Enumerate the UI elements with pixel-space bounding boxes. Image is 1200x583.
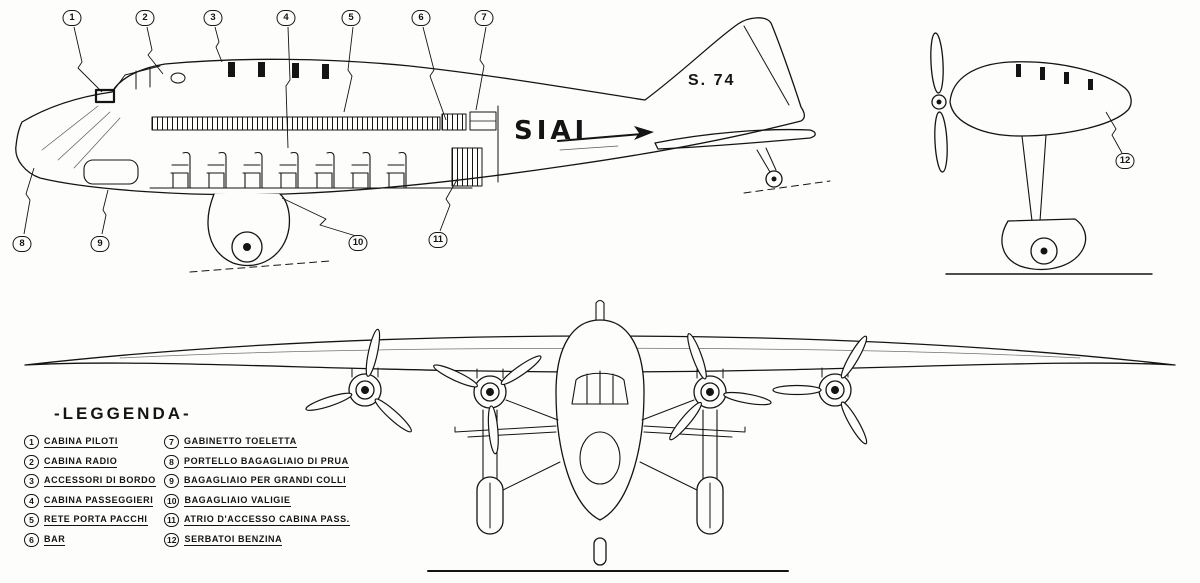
legend-item-5: 5 Rete Porta Pacchi <box>24 513 152 527</box>
gear-braces <box>498 399 702 493</box>
legend-label-11: Atrio d'Accesso Cabina Pass. <box>184 514 350 526</box>
legend-label-5: Rete Porta Pacchi <box>44 514 148 526</box>
legend-num-4: 4 <box>24 493 39 508</box>
callout-marker-7: 7 <box>474 10 494 26</box>
nose-baggage-door <box>83 159 139 185</box>
legend-column-1: 1 Cabina Piloti 2 Cabina Radio 3 Accesso… <box>24 435 156 547</box>
model-designation: S. 74 <box>688 72 736 89</box>
passenger-seats <box>170 151 407 189</box>
callout-marker-9: 9 <box>90 236 110 252</box>
callout-marker-1: 1 <box>62 10 82 26</box>
fin-front <box>595 299 605 331</box>
gear-strut <box>1021 134 1047 222</box>
legend-label-2: Cabina Radio <box>44 455 118 468</box>
nose-frames <box>41 105 121 169</box>
prop-spinner <box>936 99 942 105</box>
legend-label-9: Bagagliaio per Grandi Colli <box>184 475 347 487</box>
legend-num-5: 5 <box>24 513 39 527</box>
nacelle-view <box>930 32 1153 275</box>
fuel-tank-slats <box>1016 64 1093 90</box>
main-wheel-hub <box>243 243 251 251</box>
legend-item-9: 9 Bagagliaio per Grandi Colli <box>164 474 350 488</box>
legend-item-4: 4 Cabina Passeggieri <box>24 493 154 508</box>
legend-label-12: Serbatoi Benzina <box>184 533 283 546</box>
legend-item-11: 11 Atrio d'Accesso Cabina Pass. <box>164 513 350 527</box>
callout-marker-10: 10 <box>348 235 368 251</box>
main-gear-spat <box>207 193 291 267</box>
wing <box>24 335 1176 373</box>
legend-num-3: 3 <box>24 474 39 488</box>
wheel-center-lines <box>489 482 711 529</box>
callout-marker-2: 2 <box>135 10 155 26</box>
tailplane <box>654 128 816 150</box>
side-view <box>15 17 831 273</box>
callout-marker-11: 11 <box>428 232 448 248</box>
front-view <box>24 299 1176 572</box>
legend-label-8: Portello Bagagliaio di Prua <box>184 455 349 468</box>
nacelle-fairings <box>351 367 849 379</box>
legend-num-11: 11 <box>164 513 179 527</box>
legend: -Leggenda- 1 Cabina Piloti 2 Cabina Radi… <box>24 404 376 547</box>
windshield <box>113 65 161 91</box>
prop-blade-upper <box>930 32 944 94</box>
tailwheel-front <box>593 537 607 566</box>
callout-marker-8: 8 <box>12 236 32 252</box>
legend-item-6: 6 Bar <box>24 532 152 547</box>
legend-num-2: 2 <box>24 454 39 469</box>
callout-marker-6: 6 <box>411 10 431 26</box>
legend-item-1: 1 Cabina Piloti <box>24 435 152 449</box>
legend-num-8: 8 <box>164 454 179 469</box>
legend-num-7: 7 <box>164 435 179 449</box>
legend-item-7: 7 Gabinetto Toeletta <box>164 435 350 449</box>
callout-leader-lines <box>23 26 1123 237</box>
legend-num-9: 9 <box>164 474 179 488</box>
prop-blade-lower <box>934 111 948 173</box>
fuselage-front <box>555 319 645 521</box>
legend-num-6: 6 <box>24 532 39 547</box>
nose-hatch <box>94 88 116 104</box>
propeller-4 <box>768 331 916 473</box>
rudder-hinge <box>743 25 790 106</box>
callout-marker-3: 3 <box>203 10 223 26</box>
legend-column-2: 7 Gabinetto Toeletta 8 Portello Bagaglia… <box>164 435 350 547</box>
legend-title: -Leggenda- <box>54 404 192 423</box>
legend-label-4: Cabina Passeggieri <box>44 494 154 507</box>
brand-arrow <box>557 133 643 142</box>
legend-item-3: 3 Accessori di Bordo <box>24 474 156 488</box>
tailplane-front <box>454 425 746 438</box>
roof-windows <box>228 62 329 79</box>
legend-item-10: 10 Bagagliaio Valigie <box>164 493 350 508</box>
legend-num-1: 1 <box>24 435 39 449</box>
callout-marker-12: 12 <box>1115 153 1135 169</box>
tailwheel-hub <box>771 176 777 182</box>
brand-arrowhead <box>634 126 654 140</box>
legend-num-12: 12 <box>164 532 180 547</box>
spat-wheel-hub <box>1040 247 1048 255</box>
ground-dash-tail <box>743 180 831 194</box>
callout-marker-5: 5 <box>341 10 361 26</box>
roof-vent <box>170 72 186 84</box>
legend-item-12: 12 Serbatoi Benzina <box>164 532 350 547</box>
propeller-2 <box>428 309 574 459</box>
legend-num-10: 10 <box>164 493 180 508</box>
callout-marker-4: 4 <box>276 10 296 26</box>
bar-shelves <box>441 113 467 131</box>
tailwheel-strut <box>756 147 777 173</box>
cockpit-canopy <box>571 370 629 405</box>
nacelle-body <box>949 61 1132 137</box>
legend-label-10: Bagagliaio Valigie <box>184 494 291 507</box>
legend-label-1: Cabina Piloti <box>44 436 118 448</box>
propeller-3 <box>665 330 782 459</box>
legend-item-2: 2 Cabina Radio <box>24 454 152 469</box>
legend-label-6: Bar <box>44 533 66 546</box>
legend-label-7: Gabinetto Toeletta <box>184 436 297 448</box>
cabin-access-oval <box>579 431 621 485</box>
fuselage-outline <box>15 17 806 196</box>
legend-item-8: 8 Portello Bagagliaio di Prua <box>164 454 350 469</box>
legend-label-3: Accessori di Bordo <box>44 475 156 487</box>
brand-smalltext-line <box>559 145 619 151</box>
luggage-rack-band <box>151 116 441 131</box>
brand-logo-text: SIAI <box>514 116 589 146</box>
